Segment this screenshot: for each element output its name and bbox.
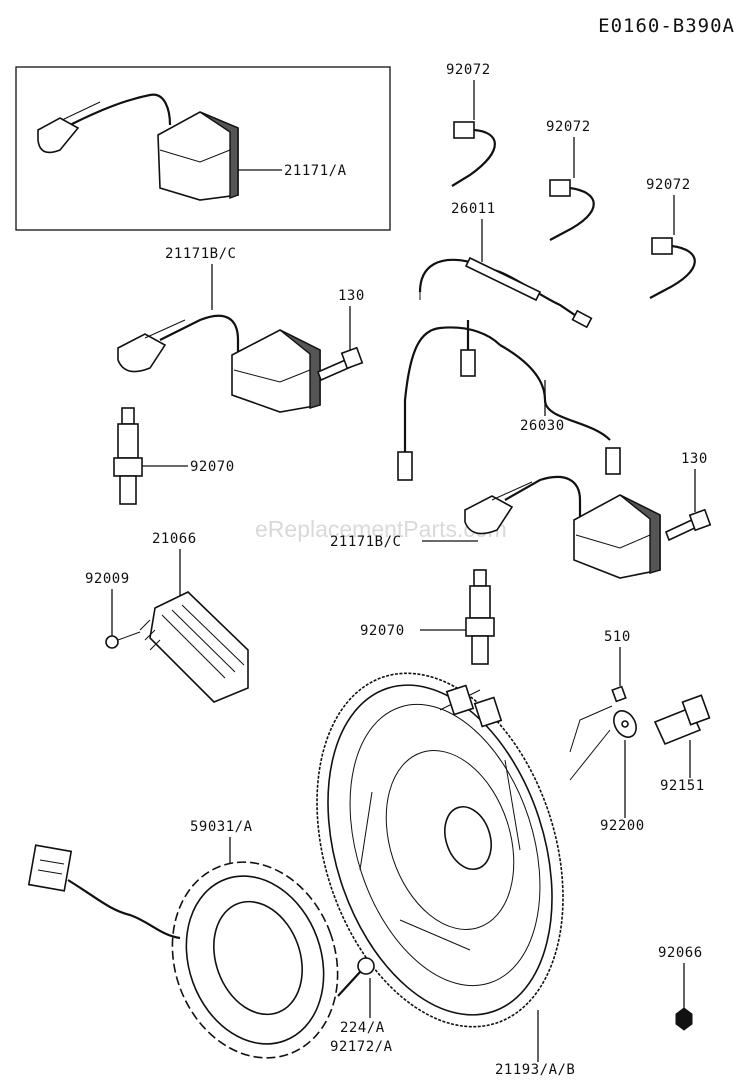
label-130-mid: 130 <box>681 451 708 467</box>
bolt-130-top: 130 <box>316 288 365 382</box>
label-21066: 21066 <box>152 531 197 547</box>
flywheel-21193: 21193/A/B <box>316 672 575 1078</box>
label-92070-top: 92070 <box>190 459 235 475</box>
lead-wire-26011: 26011 <box>418 201 593 329</box>
label-510: 510 <box>604 629 631 645</box>
wire-terminal-92072-b: 92072 <box>546 119 595 241</box>
ignition-coil-mid <box>422 475 661 579</box>
label-92072-a: 92072 <box>446 62 491 78</box>
label-21171A: 21171/A <box>284 163 347 179</box>
spark-plug-cap <box>37 117 80 154</box>
label-92072-c: 92072 <box>646 177 691 193</box>
spark-plug-92070-top: 92070 <box>113 407 235 505</box>
nut-92066: 92066 <box>658 945 703 1031</box>
wire-terminal-92072-a: 92072 <box>446 62 496 187</box>
label-92151: 92151 <box>660 778 705 794</box>
stator-59031A: 59031/A <box>27 819 339 1059</box>
ignition-coil-top: 21171B/C <box>117 246 321 413</box>
label-21193AB: 21193/A/B <box>495 1062 575 1078</box>
spark-plug-92070-mid: 92070 <box>360 569 495 665</box>
label-130-top: 130 <box>338 288 365 304</box>
screw-224A: 224/A 92172/A <box>330 957 393 1055</box>
wire-terminal-92072-c: 92072 <box>646 177 696 299</box>
label-92066: 92066 <box>658 945 703 961</box>
label-26011: 26011 <box>451 201 496 217</box>
inset-frame <box>15 66 391 231</box>
label-92070-mid: 92070 <box>360 623 405 639</box>
screw-92009: 92009 <box>85 571 141 649</box>
label-224A: 224/A <box>340 1020 385 1036</box>
nut-shape <box>675 1007 693 1031</box>
label-92009: 92009 <box>85 571 130 587</box>
bolt-130-mid: 130 <box>664 451 712 542</box>
lead-wire-26030: 26030 <box>397 320 621 481</box>
key-510: 510 <box>604 629 631 703</box>
label-26030: 26030 <box>520 418 565 434</box>
label-21171BC-top: 21171B/C <box>165 246 236 262</box>
label-59031A: 59031/A <box>190 819 253 835</box>
washer-92200: 92200 <box>569 705 645 834</box>
diagram-code: E0160-B390A <box>598 15 735 37</box>
label-92072-b: 92072 <box>546 119 591 135</box>
label-92200: 92200 <box>600 818 645 834</box>
label-21171BC-mid: 21171B/C <box>330 534 401 550</box>
bolt-92151: 92151 <box>653 694 711 794</box>
label-92172A: 92172/A <box>330 1039 393 1055</box>
regulator-21066: 21066 <box>139 531 249 703</box>
boxed-ignition-coil <box>15 66 391 231</box>
